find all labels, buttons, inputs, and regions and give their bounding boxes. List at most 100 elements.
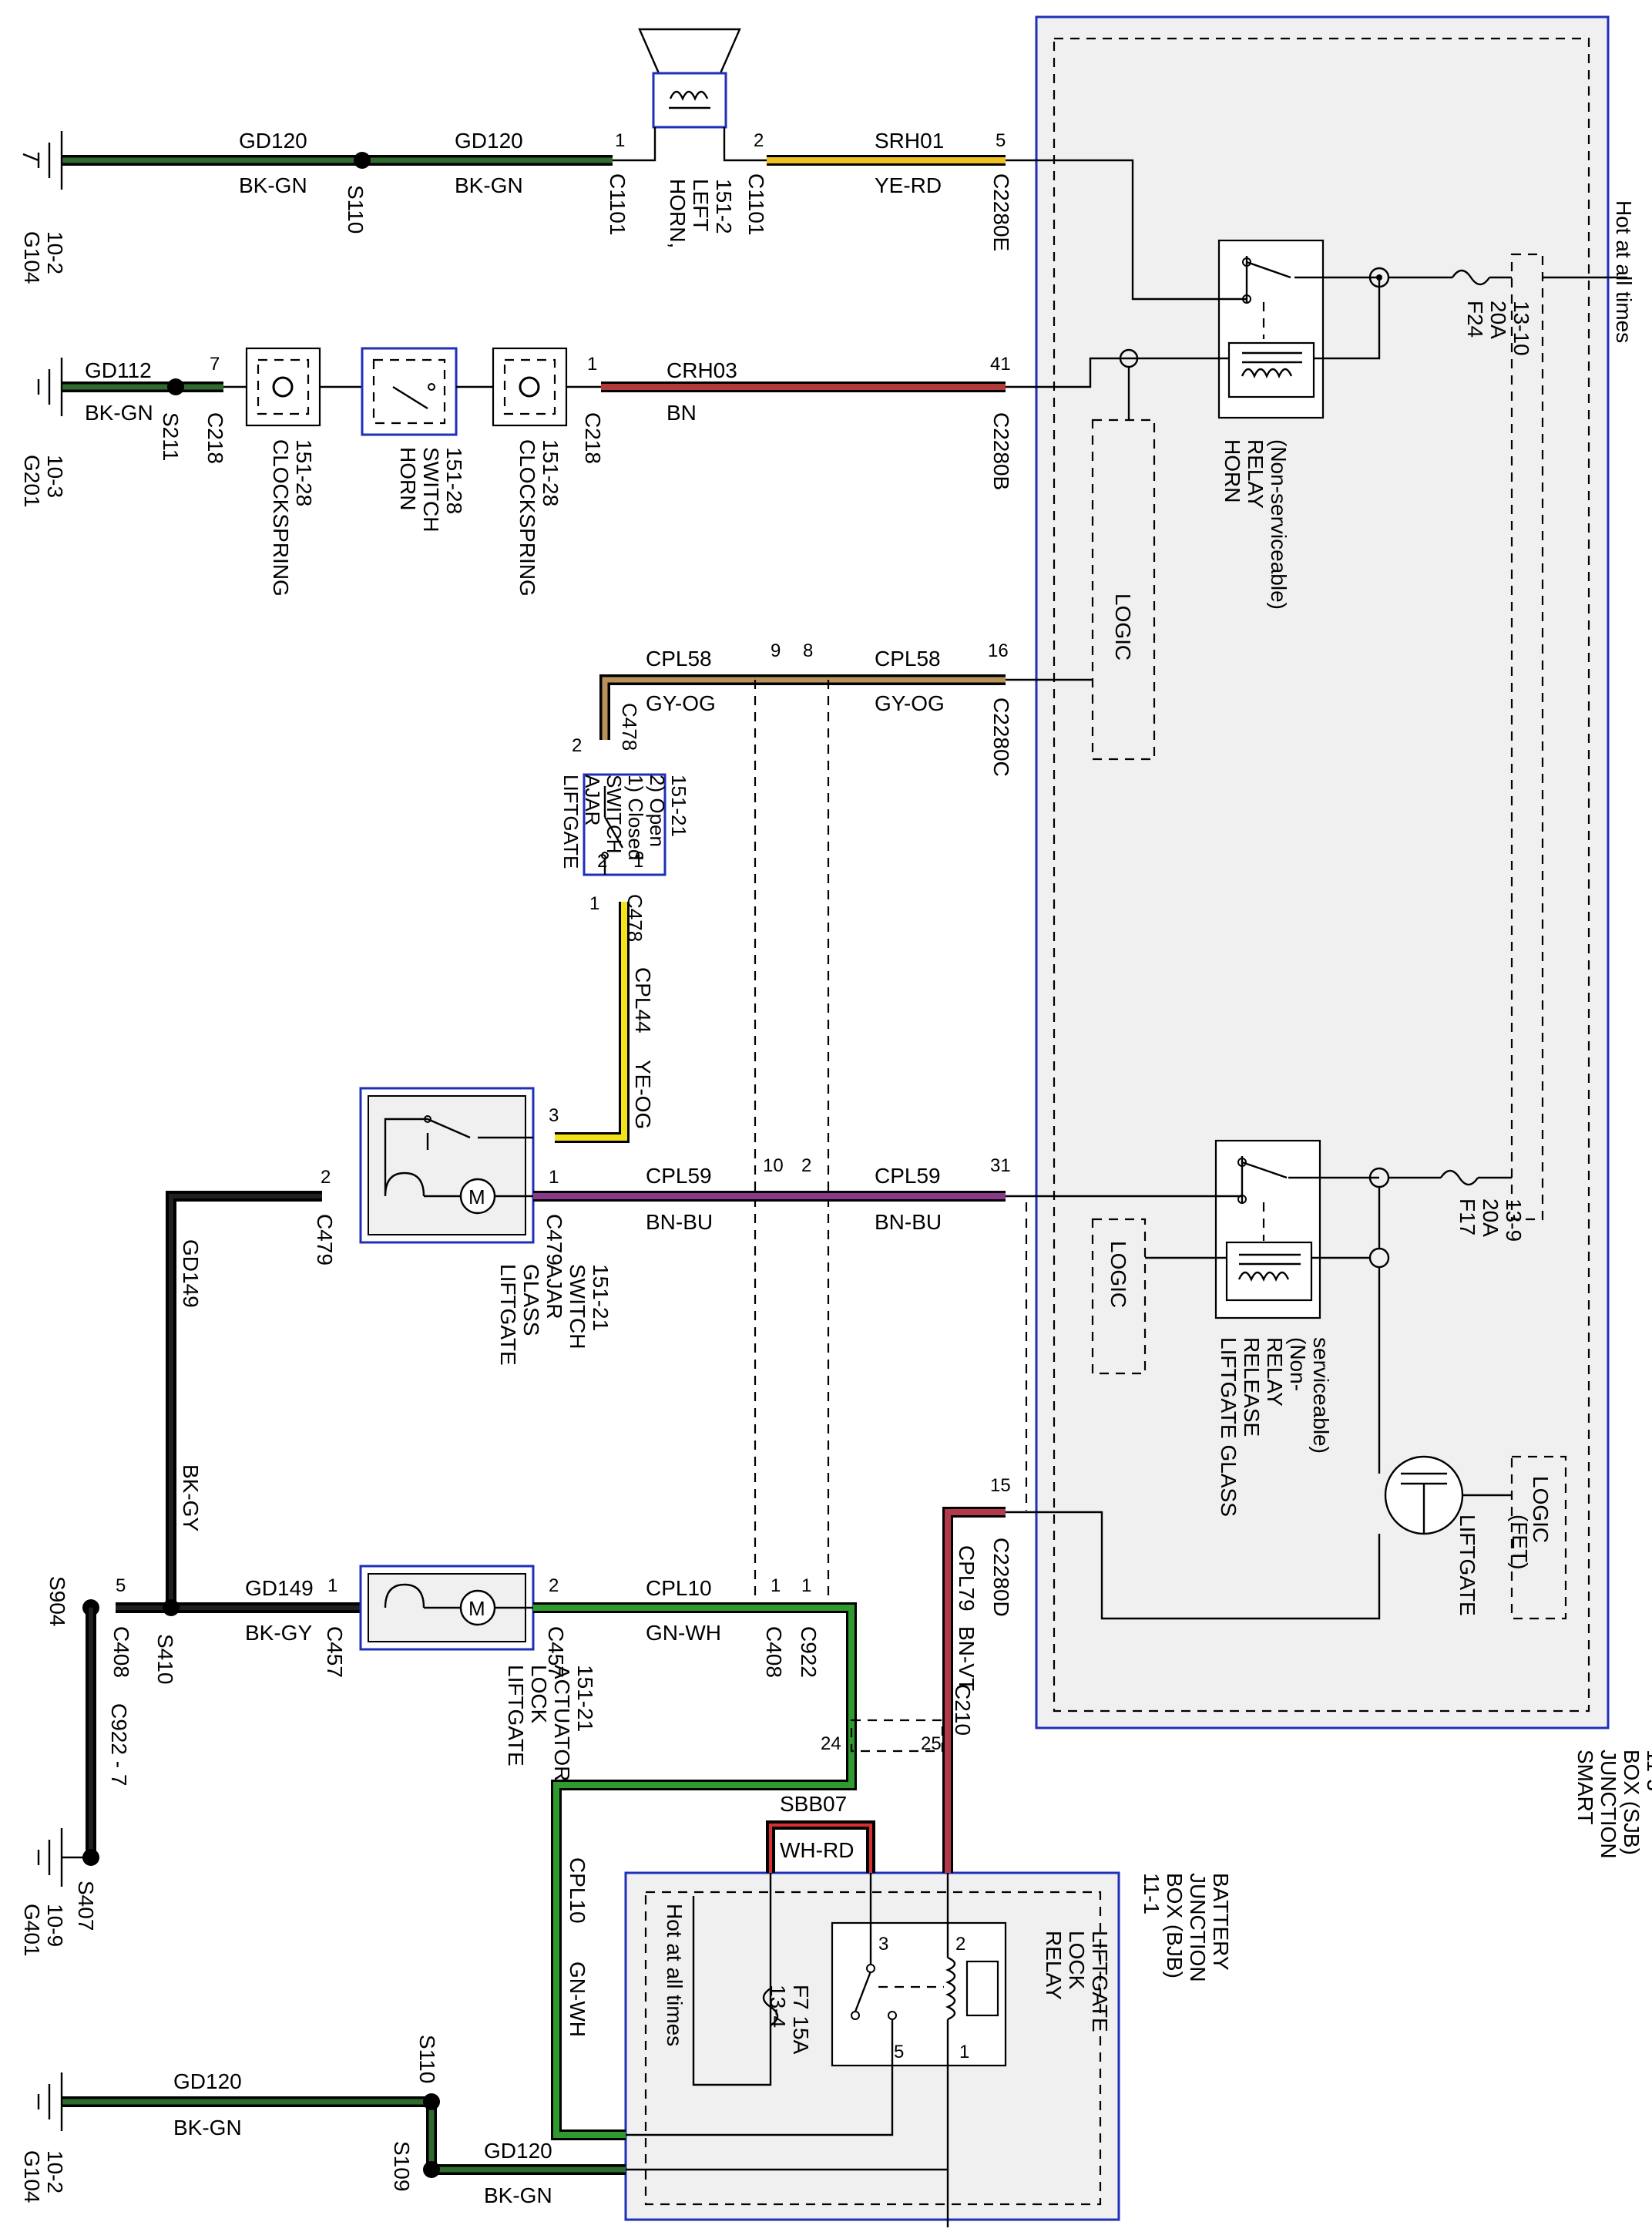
- ground-g104-top: [22, 131, 63, 190]
- svg-text:1) Closed: 1) Closed: [624, 775, 647, 860]
- conn-c2280d: C2280D: [989, 1538, 1013, 1617]
- wire-label-gyog-b: GY-OG: [875, 691, 945, 715]
- pin-c218-1: 1: [587, 354, 597, 375]
- conn-c1101-a: C1101: [606, 173, 630, 235]
- svg-text:LIFTGATE: LIFTGATE: [1456, 1514, 1479, 1616]
- component-label-clockspring-right: CLOCKSPRING 151-28: [515, 439, 562, 597]
- bjb-f7-trace: [692, 1873, 772, 2086]
- horn-relay-coil-feed: [1314, 277, 1381, 360]
- splice-s410: [163, 1599, 180, 1616]
- svg-text:HORN,: HORN,: [666, 179, 690, 248]
- svg-text:G104: G104: [20, 2150, 44, 2203]
- pin-24: 24: [821, 1733, 841, 1754]
- svg-text:SMART: SMART: [1573, 1750, 1597, 1825]
- fuse-f24: [1388, 269, 1512, 286]
- logic-block-3: [1510, 1455, 1567, 1620]
- svg-text:151-21: 151-21: [573, 1665, 597, 1732]
- ground-label-g104-top: G104 10-2: [20, 231, 67, 284]
- wire-label-gnwh-a: GN-WH: [646, 1621, 721, 1645]
- wire-label-bnbu-a: BN-BU: [646, 1210, 713, 1234]
- ground-label-g104-bottom: G104 10-2: [20, 2150, 67, 2203]
- svg-text:RELAY: RELAY: [1263, 1337, 1287, 1407]
- wire-label-bkgn-c: BK-GN: [85, 401, 153, 425]
- svg-text:LOCK: LOCK: [1065, 1931, 1089, 1990]
- fuse-label-f7: F7 15A 13-4: [766, 1985, 813, 2055]
- svg-text:SWITCH: SWITCH: [566, 1264, 589, 1349]
- hot-bus: [1510, 253, 1544, 1221]
- ground-g401: [37, 1828, 91, 1887]
- wire-cpl10: [533, 1602, 857, 2140]
- pin-c922-1: 1: [801, 1575, 811, 1596]
- liftgate-lock-relay-label: LIFTGATE LOCK RELAY: [1042, 1931, 1112, 2032]
- pin-c479-1: 1: [549, 1167, 559, 1188]
- ground-g104-bottom: [37, 2072, 63, 2131]
- horn-switch: [361, 347, 493, 436]
- svg-text:13-10: 13-10: [1509, 301, 1533, 356]
- component-label-clockspring-left: CLOCKSPRING 151-28: [269, 439, 316, 597]
- wire-label-bn: BN: [667, 401, 697, 425]
- pin-c2280e-5: 5: [996, 130, 1006, 151]
- liftgate-fet: [1384, 1455, 1464, 1535]
- liftgate-glass-relay-label: LIFTGATE GLASS RELEASE RELAY (Non- servi…: [1217, 1337, 1333, 1517]
- pin-relay-1: 1: [959, 2042, 969, 2062]
- liftgate-lock-relay: [831, 1873, 1007, 2227]
- wire-label-bkgn-b: BK-GN: [455, 173, 523, 197]
- wire-label-cpl79: CPL79: [955, 1545, 979, 1612]
- conn-c457-a: C457: [323, 1626, 347, 1678]
- conn-c408-b: C408: [762, 1626, 786, 1678]
- svg-text:LIFTGATE: LIFTGATE: [504, 1665, 528, 1766]
- wire-label-cpl10-b: CPL10: [566, 1857, 589, 1924]
- wire-sbb07: [766, 1820, 875, 1873]
- component-label-liftgate-ajar-switch: LIFTGATE AJAR SWITCH 1) Closed 2) Open 1…: [559, 775, 690, 869]
- svg-text:ACTUATOR: ACTUATOR: [550, 1665, 574, 1781]
- pin-10: 10: [763, 1155, 784, 1176]
- wire-label-bkgn-e: BK-GN: [484, 2183, 552, 2207]
- pin-ajar-2: 2: [597, 851, 607, 872]
- conn-c2280e: C2280E: [989, 173, 1013, 251]
- svg-text:G401: G401: [20, 1904, 44, 1957]
- wire-cpl44: [555, 902, 630, 1143]
- wire-label-bnbu-b: BN-BU: [875, 1210, 942, 1234]
- svg-text:(Non-: (Non-: [1286, 1337, 1310, 1391]
- wire-label-gd120-b: GD120: [455, 129, 523, 153]
- logic-label-2: LOGIC: [1106, 1241, 1130, 1308]
- splice-label-s407: S407: [74, 1881, 98, 1931]
- conn-c2280b: C2280B: [989, 412, 1013, 490]
- pin-relay-2: 2: [955, 1934, 965, 1955]
- splice-label-s109: S109: [390, 2141, 414, 2191]
- pin-15: 15: [990, 1475, 1011, 1496]
- svg-text:CLOCKSPRING: CLOCKSPRING: [269, 439, 293, 597]
- hot-at-all-times-sjb: Hot at all times: [1612, 200, 1636, 343]
- pin-c408-1: 1: [771, 1575, 781, 1596]
- clockspring-right: [492, 347, 601, 427]
- cpl10-to-relay: [626, 2019, 894, 2136]
- splice-label-s904: S904: [45, 1576, 69, 1626]
- horn-left: [613, 28, 767, 162]
- wire-label-crh03: CRH03: [667, 358, 737, 382]
- svg-text:10-2: 10-2: [43, 2150, 67, 2193]
- wire-label-gd149-a: GD149: [179, 1239, 203, 1308]
- logic-label-1: LOGIC: [1111, 593, 1135, 661]
- conn-c479-a: C479: [542, 1214, 566, 1266]
- pin-c478-2: 2: [572, 735, 582, 756]
- conn-c408-a: C408: [109, 1626, 133, 1678]
- svg-text:RELAY: RELAY: [1042, 1931, 1066, 2000]
- conn-c922-a: C922: [797, 1626, 821, 1678]
- wire-label-gd120-d: GD120: [484, 2139, 552, 2163]
- svg-text:10-2: 10-2: [43, 231, 67, 274]
- svg-text:RELAY: RELAY: [1244, 439, 1268, 509]
- pin-c457-2: 2: [549, 1575, 559, 1596]
- fuse-f7: [762, 1988, 779, 2026]
- svg-text:AJAR: AJAR: [542, 1264, 566, 1319]
- svg-text:GLASS: GLASS: [519, 1264, 543, 1336]
- svg-text:LEFT: LEFT: [689, 179, 713, 231]
- clockspring-left: [223, 347, 362, 427]
- splice-s211: [167, 378, 184, 395]
- logic-block-1: [1091, 418, 1156, 761]
- wire-label-cpl58-a: CPL58: [646, 647, 712, 671]
- svg-text:151-28: 151-28: [292, 439, 316, 506]
- svg-text:LIFTGATE GLASS: LIFTGATE GLASS: [1217, 1337, 1241, 1517]
- splice-s110-bottom: [423, 2093, 440, 2110]
- pin-relay-3: 3: [878, 1934, 888, 1955]
